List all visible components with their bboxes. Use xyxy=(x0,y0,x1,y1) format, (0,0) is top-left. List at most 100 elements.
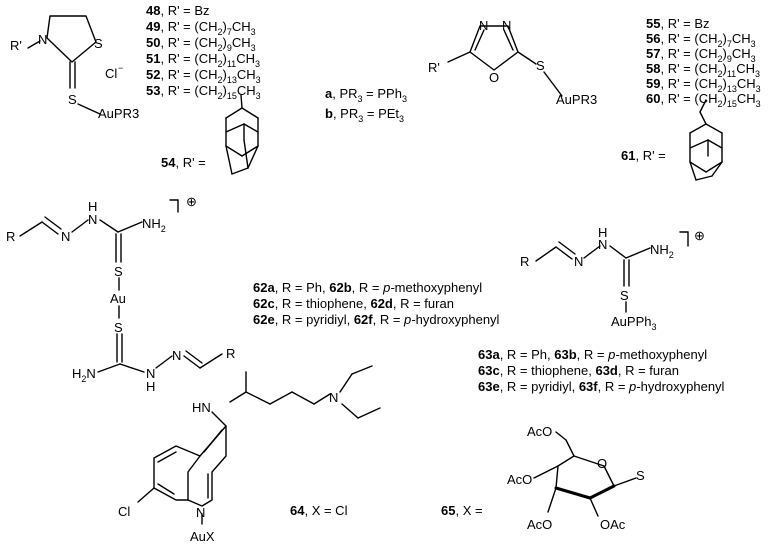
adamantyl-cage-61 xyxy=(689,99,723,181)
c-n-double xyxy=(555,246,573,260)
n1-atom: N xyxy=(479,18,488,33)
adamantyl-bond xyxy=(689,161,697,181)
o-ring-atom: O xyxy=(597,456,607,471)
rprime-label: R' xyxy=(428,60,440,75)
s-exo-atom: S xyxy=(68,92,77,107)
h-atom-1: H xyxy=(88,199,97,214)
compound-label-55: 55, R' = Bz xyxy=(646,16,710,31)
chain-bond xyxy=(229,391,247,403)
cation-charge-62: ⊕ xyxy=(186,194,197,209)
rprime-label: R' xyxy=(10,38,22,53)
adamantyl-bond xyxy=(699,111,707,125)
ch2-bond xyxy=(555,431,567,441)
series-63-line-3: 63e, R = pyridiyl, 63f, R = p-hydroxyphe… xyxy=(478,379,725,394)
oxadiazole-double xyxy=(474,29,485,51)
c-s-bond xyxy=(517,51,537,65)
adamantyl-bond xyxy=(689,161,707,173)
series-63-line-1: 63a, R = Ph, 63b, R = p-methoxyphenyl xyxy=(478,347,707,362)
chloride-label: Cl xyxy=(105,66,117,81)
n-atom-2: N xyxy=(172,348,181,363)
ch2-bond xyxy=(565,439,575,457)
thiazolidine-gold-complex: R' N S Cl − S AuPR3 xyxy=(10,15,139,121)
adamantyl-bond xyxy=(247,145,259,169)
ring-bond xyxy=(557,455,575,467)
series-62-line-3: 62e, R = pyridiyl, 62f, R = p-hydroxyphe… xyxy=(253,312,500,327)
n-c-bond xyxy=(99,219,119,233)
nh-atom-1: N xyxy=(88,212,97,227)
c-s-bond xyxy=(613,477,637,487)
aco-label-1: AcO xyxy=(527,424,552,439)
ring-bond-front xyxy=(554,486,592,500)
compound-label-50: 50, R' = (CH2)9CH3​ xyxy=(146,35,256,53)
ring-bond xyxy=(573,455,605,467)
nh-atom: N xyxy=(598,237,607,252)
hn-ring-bond xyxy=(211,411,227,427)
r-label-2: R xyxy=(226,346,235,361)
n-atom-1: N xyxy=(61,229,70,244)
series-62-line-1: 62a, R = Ph, 62b, R = p-methoxyphenyl xyxy=(253,280,482,295)
ethyl-bond xyxy=(357,407,381,419)
n-c-double xyxy=(183,355,201,369)
chain-bond xyxy=(269,391,293,405)
chain-bond xyxy=(291,391,315,405)
compound-64-rest: , X = Cl xyxy=(304,503,347,518)
n2-atom: N xyxy=(502,18,511,33)
series-62-line-2: 62c, R = thiophene, 62d, R = furan xyxy=(253,296,454,311)
adamantyl-bond xyxy=(689,139,709,149)
ring-bond xyxy=(603,465,615,487)
adamantyl-bond xyxy=(711,161,723,177)
adamantyl-bond xyxy=(240,94,243,109)
adamantyl-bond xyxy=(707,139,723,149)
bracket-62 xyxy=(169,199,179,213)
h-atom-2: H xyxy=(146,379,155,394)
aupph3-label: AuPPh3 xyxy=(611,314,657,332)
adamantyl-bond xyxy=(225,145,243,157)
c-oac-bond xyxy=(533,465,559,479)
s-au-bond xyxy=(543,71,563,97)
c-oac-bond xyxy=(547,487,557,513)
s-atom-2: S xyxy=(114,320,123,335)
adamantyl-bond xyxy=(225,107,243,119)
au-atom: Au xyxy=(110,291,126,306)
adamantyl-bond xyxy=(695,175,713,181)
n-atom: N xyxy=(574,254,583,269)
aco-label-2: AcO xyxy=(507,472,532,487)
phosphine-b: b, PR3 = PEt3 xyxy=(325,106,404,124)
n-n-bond-2 xyxy=(155,355,173,369)
r-label: R xyxy=(520,254,529,269)
nh-atom-2: N xyxy=(146,366,155,381)
compound-65-rest: , X = xyxy=(455,503,482,518)
o-atom: O xyxy=(489,70,499,85)
quinoline-benzo-ring xyxy=(153,445,201,501)
r-c-bond xyxy=(19,221,43,237)
oxadiazole-double-2 xyxy=(503,29,514,51)
n-n-bond xyxy=(71,219,89,233)
oxadiazole-gold-complex: N N O R' S AuPR3 xyxy=(428,18,597,107)
compound-65-structure: O S AcO AcO AcO OAc xyxy=(507,424,645,532)
n-ring-atom: N xyxy=(196,505,205,520)
c-n-double xyxy=(41,221,59,235)
oxadiazole-ring xyxy=(469,25,519,71)
compound-62-structure: R N N H NH2 S Au S H2N N H N R ⊕ xyxy=(6,194,235,394)
compound-64-num: 64 xyxy=(290,503,305,518)
adamantyl-bond xyxy=(225,123,245,133)
compound-label-51: 51, R' = (CH2)11CH3​ xyxy=(146,51,260,69)
cl-label: Cl xyxy=(118,504,130,519)
aupr3-label: AuPR3 xyxy=(556,92,597,107)
r-c-bond xyxy=(535,246,557,262)
phosphine-a: a, PR3 = PPh3 xyxy=(325,86,407,104)
adamantyl-bond xyxy=(231,167,249,175)
series-62-labels: 62a, R = Ph, 62b, R = p-methoxyphenyl62c… xyxy=(253,280,500,327)
c-oac-bond xyxy=(589,497,599,517)
adamantyl-bond xyxy=(241,107,259,119)
adamantyl-bond xyxy=(699,99,707,113)
compound-label-60: 60, R' = (CH2)15CH3​ xyxy=(646,91,761,109)
chloride-charge: − xyxy=(118,63,123,73)
aux-label: AuX xyxy=(190,529,215,544)
compound-label-52: 52, R' = (CH2)13CH3​ xyxy=(146,67,261,85)
compound-label-58: 58, R' = (CH2)11CH3​ xyxy=(646,61,760,79)
compound-label-61: 61, R' = xyxy=(621,148,666,163)
hn-label: HN xyxy=(192,400,211,415)
adamantyl-bond xyxy=(225,145,233,175)
